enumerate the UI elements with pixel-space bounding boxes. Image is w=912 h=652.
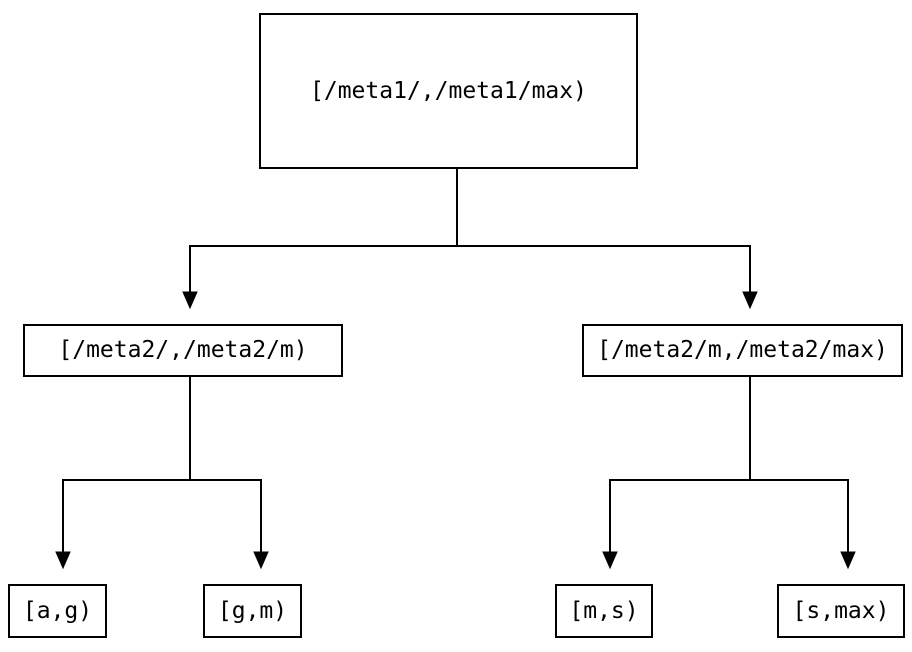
arrowhead-right-child-to-leaf-ms-icon: [602, 551, 618, 570]
arrowhead-right-child-to-leaf-smax-icon: [840, 551, 856, 570]
tree-node-leaf-ms: [m,s): [555, 584, 653, 638]
tree-node-root-label: [/meta1/,/meta1/max): [310, 77, 587, 104]
tree-node-root: [/meta1/,/meta1/max): [259, 13, 638, 169]
tree-node-right-child-label: [/meta2/m,/meta2/max): [597, 337, 888, 363]
tree-node-leaf-smax: [s,max): [777, 584, 905, 638]
tree-node-right-child: [/meta2/m,/meta2/max): [582, 324, 903, 377]
tree-node-leaf-gm-label: [g,m): [217, 597, 288, 624]
tree-node-leaf-ms-label: [m,s): [569, 597, 639, 624]
arrowhead-left-child-to-leaf-gm-icon: [253, 551, 269, 570]
tree-node-left-child-label: [/meta2/,/meta2/m): [58, 337, 308, 363]
tree-node-leaf-ag-label: [a,g): [22, 597, 93, 624]
arrowhead-root-to-left-child-icon: [182, 291, 198, 310]
tree-node-left-child: [/meta2/,/meta2/m): [23, 324, 343, 377]
tree-node-leaf-gm: [g,m): [203, 584, 302, 638]
arrowhead-left-child-to-leaf-ag-icon: [55, 551, 71, 570]
arrowhead-root-to-right-child-icon: [742, 291, 758, 310]
tree-node-leaf-ag: [a,g): [8, 584, 107, 638]
tree-node-leaf-smax-label: [s,max): [792, 597, 890, 624]
